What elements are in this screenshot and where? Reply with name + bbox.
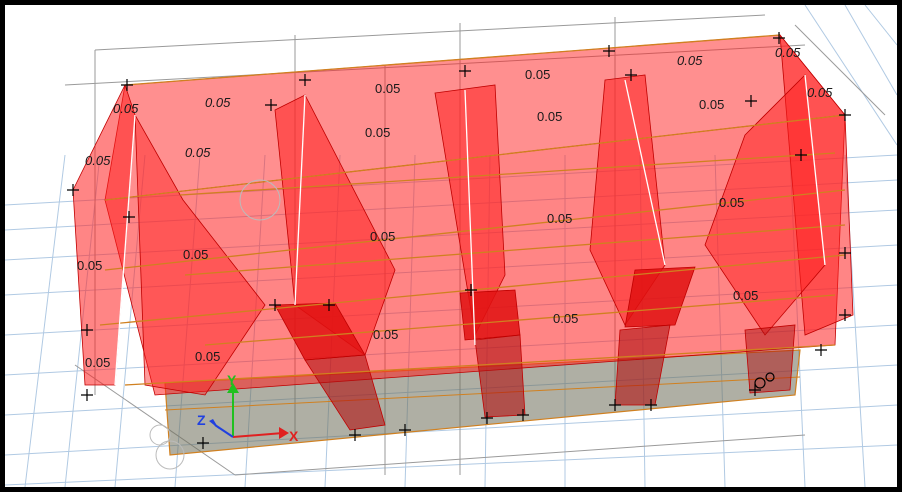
- panel-label: 0.05: [547, 211, 572, 226]
- panel-label: 0.05: [775, 45, 801, 60]
- panel-label: 0.05: [205, 95, 231, 110]
- panel-label: 0.05: [733, 288, 758, 303]
- columns: [114, 74, 826, 386]
- axis-label-z: Z: [197, 412, 206, 428]
- panel-label: 0.05: [365, 125, 390, 140]
- panel-label: 0.05: [85, 355, 110, 370]
- panel-label: 0.05: [375, 81, 400, 96]
- panel-label: 0.05: [537, 109, 562, 124]
- panel-label: 0.05: [113, 101, 139, 116]
- panel-labels: 0.05 0.05 0.05 0.05 0.05 0.05 0.05 0.05 …: [77, 45, 833, 342]
- shell-panels: [72, 33, 854, 431]
- panel-label: 0.05: [807, 85, 833, 100]
- panel-label: 0.05: [719, 195, 744, 210]
- axis-triad: Y X Z: [197, 372, 299, 444]
- panel-label: 0.05: [195, 349, 220, 364]
- panel-label: 0.05: [370, 229, 395, 244]
- panel-label: 0.05: [553, 311, 578, 326]
- joint-markers[interactable]: [67, 32, 851, 449]
- axis-label-y: Y: [227, 372, 237, 388]
- axis-label-x: X: [289, 428, 299, 444]
- panel-label: 0.05: [373, 327, 398, 342]
- structural-3d-view[interactable]: 0.05 0.05 0.05 0.05 0.05 0.05 0.05 0.05 …: [5, 5, 897, 487]
- panel-label: 0.05: [85, 153, 111, 168]
- panel-label: 0.05: [699, 97, 724, 112]
- support-icon: [754, 372, 775, 389]
- grid-bubbles: [149, 179, 281, 470]
- panel-label: 0.05: [677, 53, 703, 68]
- panel-label: 0.05: [525, 67, 550, 82]
- panel-label: 0.05: [185, 145, 211, 160]
- panel-label: 0.05: [183, 247, 208, 262]
- panel-label: 0.05: [77, 258, 102, 273]
